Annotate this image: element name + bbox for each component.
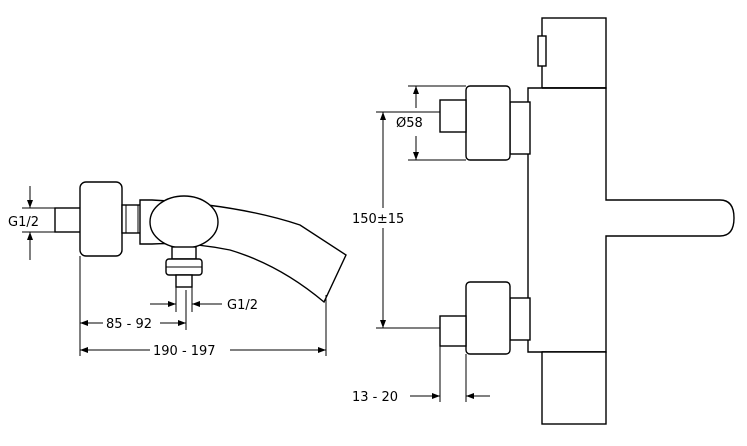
label-g-spout: G1/2: [227, 298, 258, 313]
upper-pipe: [439, 99, 467, 133]
diverter-knob: [149, 195, 219, 249]
right-view-mixer: [439, 17, 735, 425]
left-view-spout: [54, 181, 347, 304]
dim-g-left: G1/2: [8, 186, 55, 260]
upper-nut: [509, 101, 531, 155]
lower-nut: [509, 297, 531, 341]
dim-190-197: 190 - 197: [80, 295, 327, 359]
label-190-197: 190 - 197: [153, 344, 216, 359]
bottom-cap: [541, 351, 607, 425]
shower-outlet-thread: [175, 274, 193, 288]
label-diameter: Ø58: [396, 116, 423, 131]
lower-flange: [465, 281, 511, 355]
dim-diameter-58: Ø58: [396, 85, 466, 161]
upper-flange: [465, 85, 511, 161]
mixer-body: [527, 87, 735, 353]
top-cap: [541, 17, 607, 89]
left-connector-pipe: [54, 207, 83, 233]
left-wall-flange: [79, 181, 123, 257]
dim-g-spout: G1/2: [150, 287, 258, 313]
left-nut: [121, 204, 143, 234]
lower-pipe: [439, 315, 467, 347]
label-85-92: 85 - 92: [106, 317, 152, 332]
label-150: 150±15: [352, 212, 404, 227]
label-13-20: 13 - 20: [352, 390, 398, 405]
top-cap-clip: [537, 35, 547, 67]
dim-85-92: 85 - 92: [79, 256, 187, 356]
shower-outlet-top: [171, 246, 197, 260]
dim-13-20: 13 - 20: [352, 346, 490, 405]
label-g-left: G1/2: [8, 215, 39, 230]
dim-150: 150±15: [352, 111, 440, 329]
